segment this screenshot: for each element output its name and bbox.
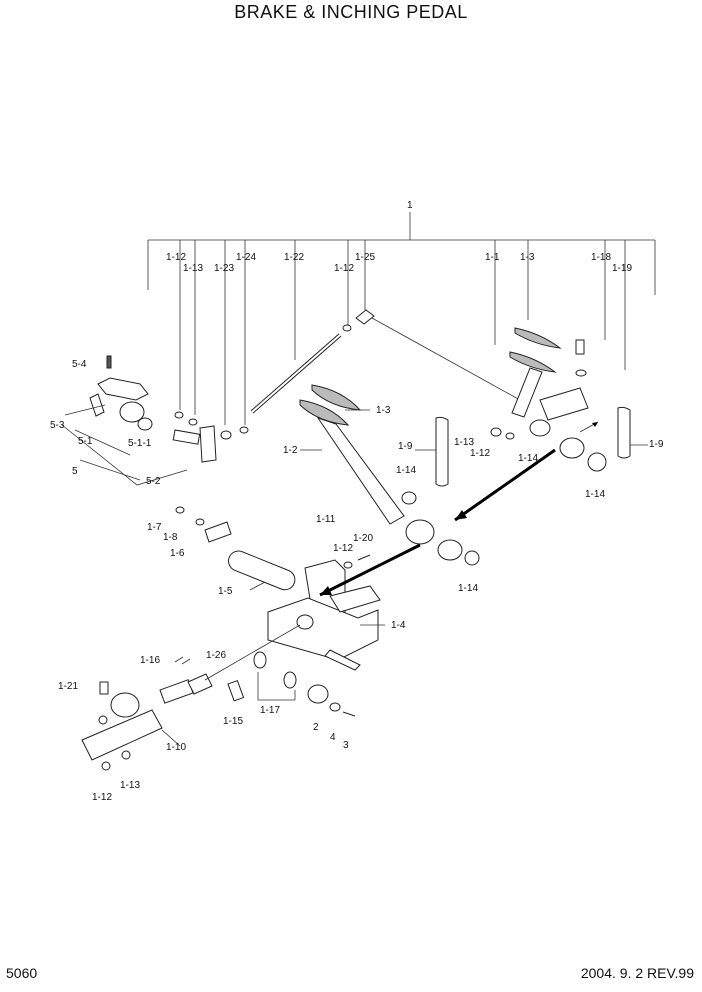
callout-label: 1-14 — [518, 453, 538, 464]
callout-tree — [147, 212, 656, 425]
callout-label: 1-16 — [140, 655, 160, 666]
bracket-1-4 — [175, 506, 381, 717]
callout-label: 5 — [72, 466, 78, 477]
callout-label: 1-12 — [92, 792, 112, 803]
callout-label: 1-14 — [458, 583, 478, 594]
callout-label: 1-5 — [218, 586, 233, 597]
callout-label: 5-1-1 — [128, 438, 152, 449]
callout-label: 4 — [330, 732, 336, 743]
callout-label: 1-9 — [398, 441, 413, 452]
callout-label: 1-10 — [166, 742, 186, 753]
callout-label: 1-12 — [333, 543, 353, 554]
callout-label: 1-25 — [355, 252, 375, 263]
callout-label: 1-11 — [316, 514, 336, 525]
callout-label: 3 — [343, 740, 349, 751]
leader-lines — [161, 409, 648, 747]
inching-pedal — [490, 327, 631, 472]
callout-label: 1-21 — [58, 681, 78, 692]
callout-label: 1-13 — [183, 263, 203, 274]
callout-label: 1-12 — [166, 252, 186, 263]
direction-arrows — [319, 421, 599, 597]
callout-label: 1-18 — [591, 252, 611, 263]
page-title: BRAKE & INCHING PEDAL — [234, 2, 468, 22]
callout-label: 1-23 — [214, 263, 234, 274]
brake-pedal — [299, 384, 480, 566]
callout-label: 1-26 — [206, 650, 226, 661]
callout-label: 1-2 — [283, 445, 298, 456]
callout-label: 1-19 — [612, 263, 632, 274]
callout-label: 1-3 — [520, 252, 535, 263]
callout-label: 1-1 — [485, 252, 500, 263]
callout-label: 1-14 — [396, 465, 416, 476]
callout-label: 1-8 — [163, 532, 178, 543]
callout-label: 1-7 — [147, 522, 162, 533]
rod-1-22 — [174, 309, 521, 440]
revision-date: 2004. 9. 2 REV.99 — [580, 965, 694, 981]
assembly-5 — [61, 355, 217, 486]
master-cylinder — [81, 624, 301, 771]
callout-label: 5-3 — [50, 420, 65, 431]
callout-label: 1-22 — [284, 252, 304, 263]
callout-label: 1-14 — [585, 489, 605, 500]
callout-label: 1 — [407, 200, 413, 211]
callout-labels: 1 1-12 1-13 1-23 1-24 1-22 1-12 1-25 1-1… — [50, 200, 664, 803]
callout-label: 1-17 — [260, 705, 280, 716]
callout-label: 5-1 — [78, 436, 93, 447]
callout-label: 1-20 — [353, 533, 373, 544]
callout-label: 1-24 — [236, 252, 256, 263]
callout-label: 5-2 — [146, 476, 161, 487]
callout-label: 1-13 — [120, 780, 140, 791]
callout-label: 1-12 — [334, 263, 354, 274]
callout-label: 2 — [313, 722, 319, 733]
callout-label: 1-4 — [391, 620, 406, 631]
callout-label: 1-9 — [649, 439, 664, 450]
callout-label: 1-3 — [376, 405, 391, 416]
callout-label: 1-12 — [470, 448, 490, 459]
callout-label: 1-6 — [170, 548, 185, 559]
callout-label: 1-15 — [223, 716, 243, 727]
page-number: 5060 — [6, 965, 38, 981]
callout-label: 5-4 — [72, 359, 87, 370]
callout-label: 1-13 — [454, 437, 474, 448]
